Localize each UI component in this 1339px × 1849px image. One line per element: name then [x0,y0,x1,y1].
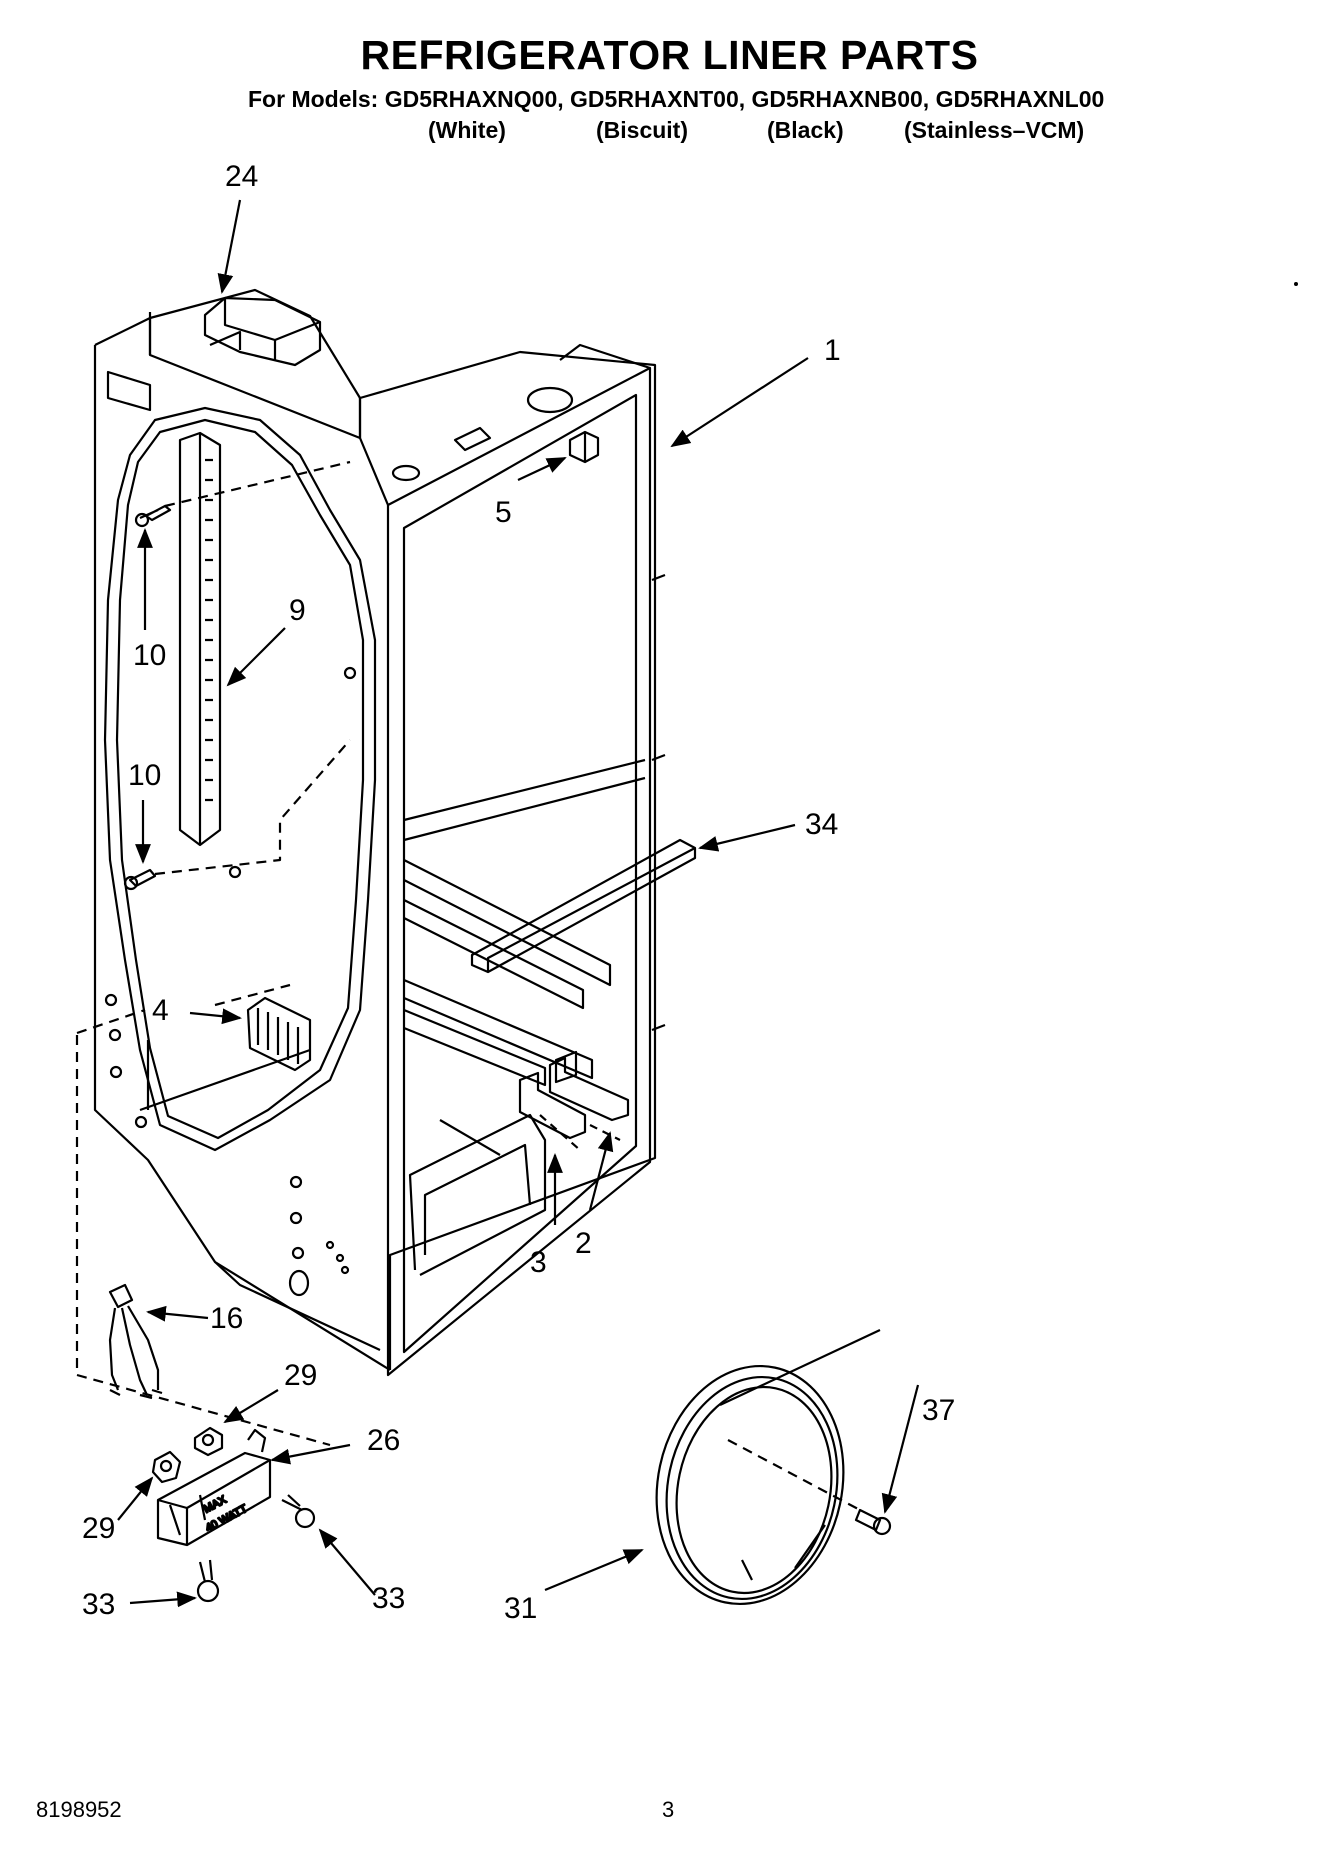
callout-37: 37 [922,1394,955,1427]
callout-29-upper: 29 [284,1359,317,1392]
callout-24: 24 [225,160,258,193]
part-4-vent [246,996,312,1072]
callout-16: 16 [210,1302,243,1335]
callout-4: 4 [152,994,169,1027]
part-29-clip-upper [193,1426,224,1457]
finish-white: (White) [428,117,506,143]
shelf-supports [403,758,646,1087]
finish-black: (Black) [767,117,844,143]
part-2-bracket [548,1050,630,1122]
callout-26: 26 [367,1424,400,1457]
callout-33-right: 33 [372,1582,405,1615]
part-33-screw-right [281,1494,316,1529]
page-number: 3 [662,1797,675,1822]
doc-number: 8198952 [36,1797,122,1822]
models-line: For Models: GD5RHAXNQ00, GD5RHAXNT00, GD… [248,86,1105,112]
part-10-screw-upper [134,504,172,528]
callout-10-upper: 10 [133,639,166,672]
callout-10-lower: 10 [128,759,161,792]
stray-dot [1294,282,1298,286]
part-31-tubing-coil [655,1329,881,1606]
callout-29-lower: 29 [82,1512,115,1545]
callout-31: 31 [504,1592,537,1625]
part-3-bracket [518,1071,587,1140]
part-33-screw-left [196,1559,220,1603]
callout-2: 2 [575,1227,592,1260]
finish-biscuit: (Biscuit) [596,117,688,143]
part-24-control-housing [203,296,322,367]
liner-cabinet [93,288,666,1377]
part-29-clip-lower [151,1450,182,1484]
part-10-screw-lower [123,868,157,891]
callout-5: 5 [495,496,512,529]
callout-1: 1 [824,334,841,367]
page-title: REFRIGERATOR LINER PARTS [360,32,979,78]
part-26-light-socket [156,1428,272,1547]
part-34-bracket [470,838,697,974]
callout-33-left: 33 [82,1588,115,1621]
finish-stainless: (Stainless–VCM) [904,117,1085,143]
callout-34: 34 [805,808,838,841]
part-37-screw [854,1508,892,1536]
part-9-shelf-ladder [178,431,222,847]
leader-arrows [117,199,920,1608]
callout-9: 9 [289,594,306,627]
part-5-clip [568,430,600,464]
part-16-harness [108,1283,163,1400]
callout-3: 3 [530,1246,547,1279]
